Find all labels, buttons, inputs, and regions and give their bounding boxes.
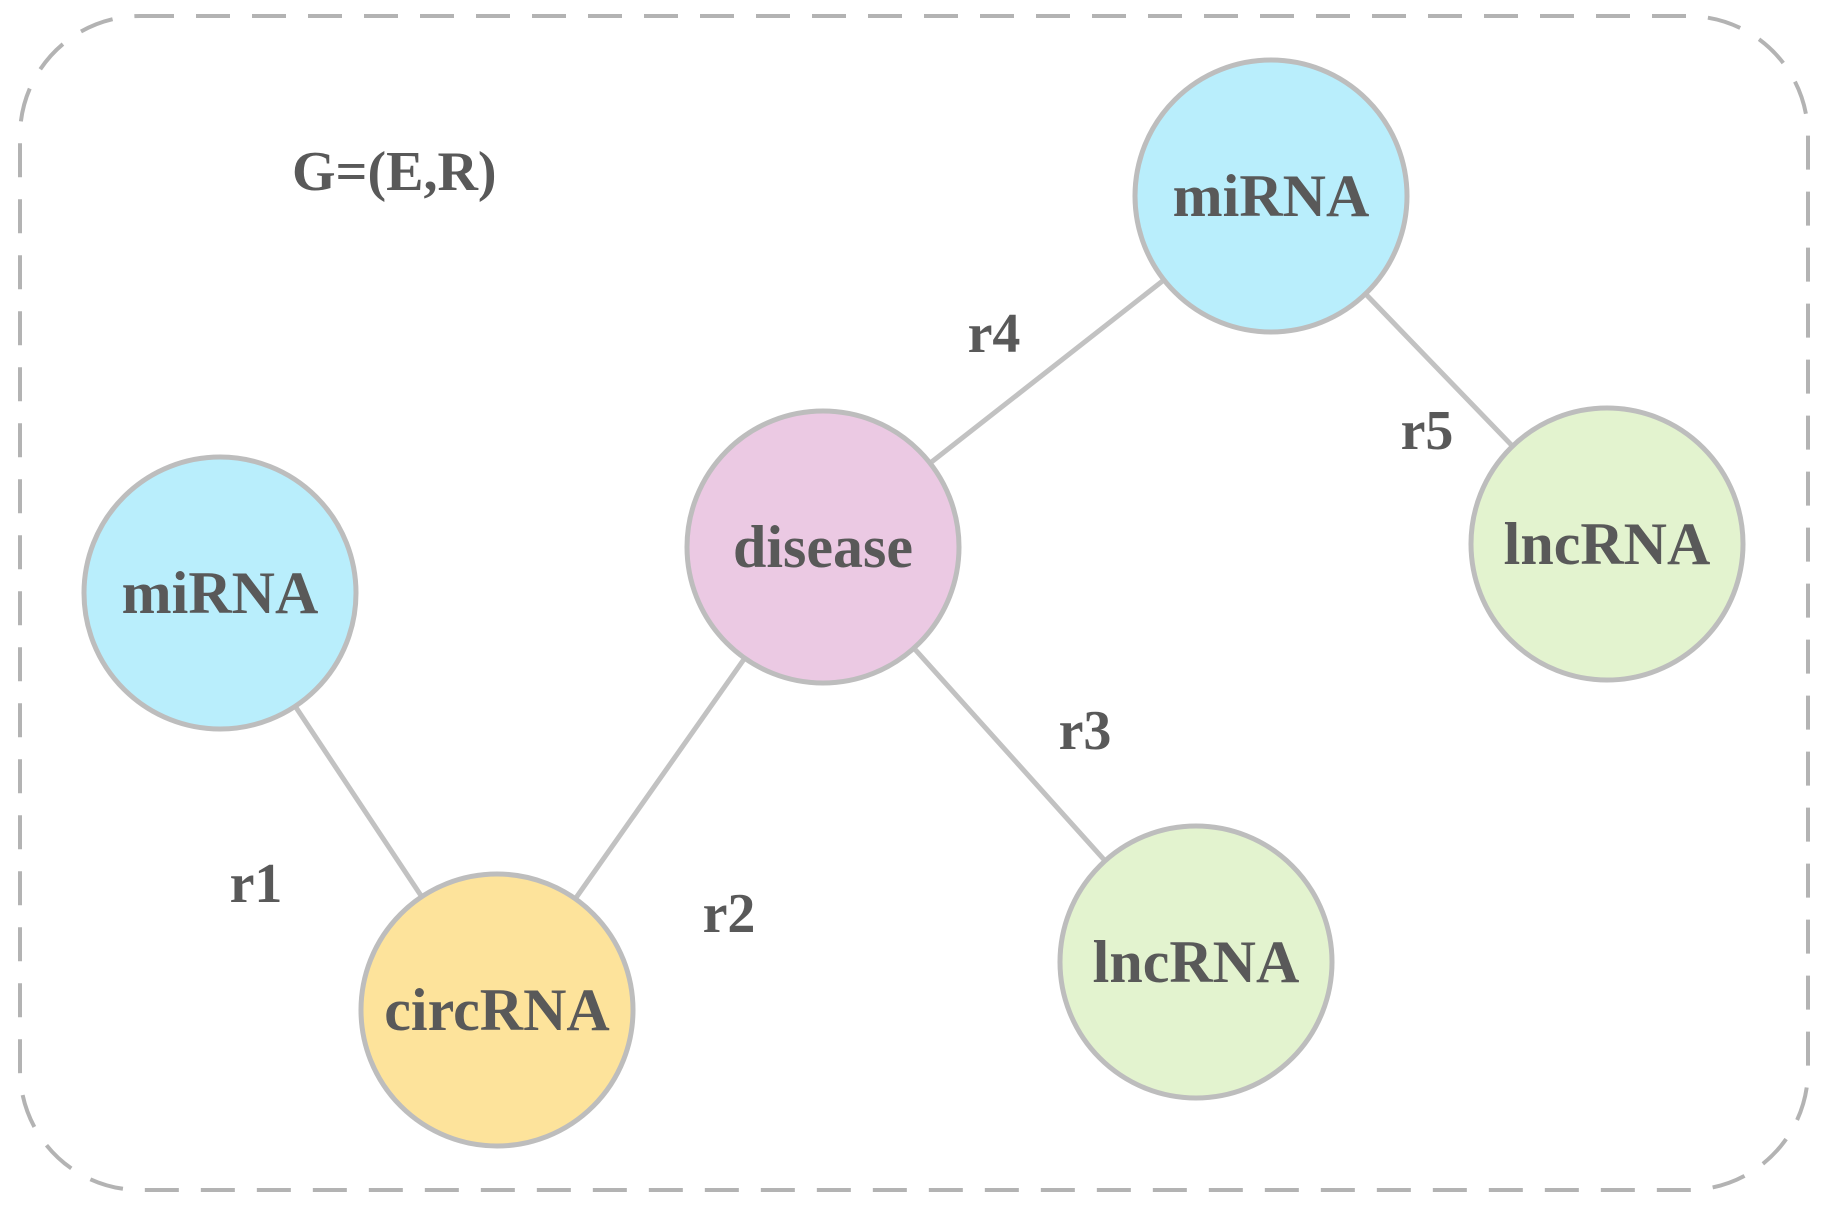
node-circrna: circRNA: [358, 871, 636, 1149]
node-label-disease: disease: [733, 514, 913, 580]
edge-label-r3: r3: [1059, 700, 1112, 762]
dashed-graph-boundary: [18, 14, 1810, 1192]
node-label-lncrna-bottom: lncRNA: [1093, 929, 1300, 995]
node-label-lncrna-right: lncRNA: [1504, 511, 1711, 577]
edge-label-r4: r4: [968, 303, 1021, 365]
nodes-layer: miRNA circRNA disease lncRNA miRNA lncRNA: [81, 57, 1746, 1149]
node-mirna-top: miRNA: [1132, 57, 1410, 335]
edge-label-r5: r5: [1401, 400, 1454, 462]
node-label-mirna-top: miRNA: [1173, 163, 1370, 229]
node-circle-disease: [684, 408, 962, 686]
edge-labels-layer: r1 r2 r3 r4 r5: [230, 303, 1454, 945]
node-label-mirna-left: miRNA: [122, 560, 319, 626]
node-circle-lncrna-right: [1468, 405, 1746, 683]
node-mirna-left: miRNA: [81, 454, 359, 732]
edge-label-r1: r1: [230, 853, 283, 915]
node-lncrna-right: lncRNA: [1468, 405, 1746, 683]
edge-label-r2: r2: [703, 883, 756, 945]
node-circle-mirna-left: [81, 454, 359, 732]
node-disease: disease: [684, 408, 962, 686]
node-circle-circrna: [358, 871, 636, 1149]
node-label-circrna: circRNA: [384, 977, 609, 1043]
node-lncrna-bottom: lncRNA: [1057, 823, 1335, 1101]
node-circle-lncrna-bottom: [1057, 823, 1335, 1101]
node-circle-mirna-top: [1132, 57, 1410, 335]
graph-title: G=(E,R): [292, 141, 497, 203]
